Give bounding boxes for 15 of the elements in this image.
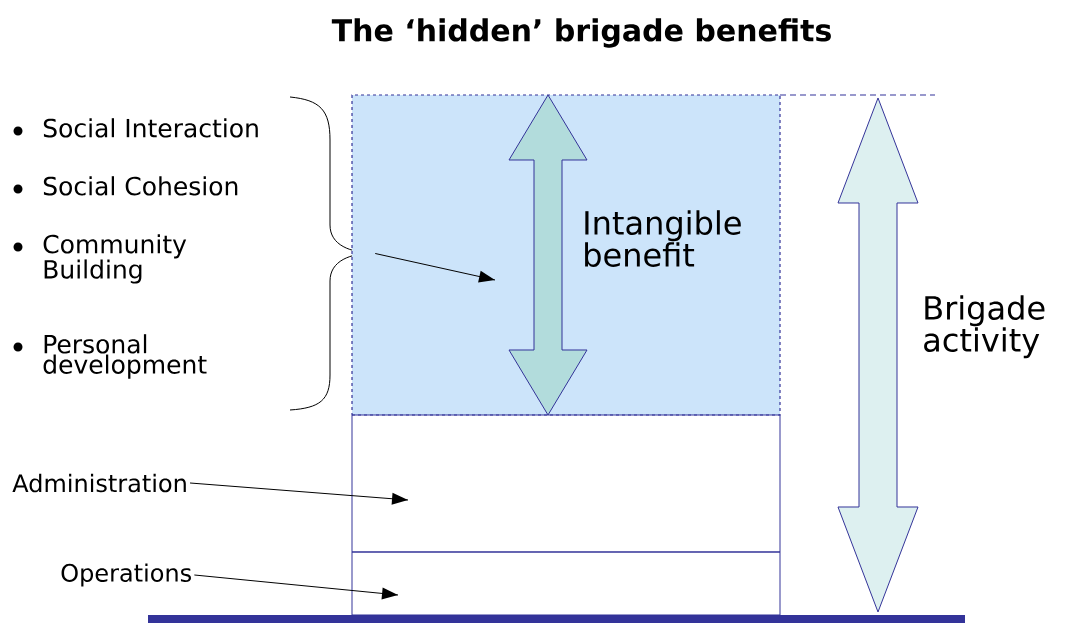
arrow-label: Brigade activity [924,295,1045,359]
title: The ‘hidden’ brigade benefits [331,18,831,48]
box [351,414,781,553]
box [351,551,781,616]
part-name: Administration [12,473,186,493]
list-item: Social Cohesion [43,176,238,196]
leader-arrow [374,253,496,283]
list-item: Community Building [43,234,187,284]
leader-arrow [189,482,409,505]
list-item: Personal development [43,334,207,379]
shaded-box [351,94,781,416]
list-item: Social Interaction [43,118,258,138]
box-label: Intangible benefit [585,210,741,267]
part-name: Operations [61,563,191,587]
leader-arrow [193,574,399,600]
